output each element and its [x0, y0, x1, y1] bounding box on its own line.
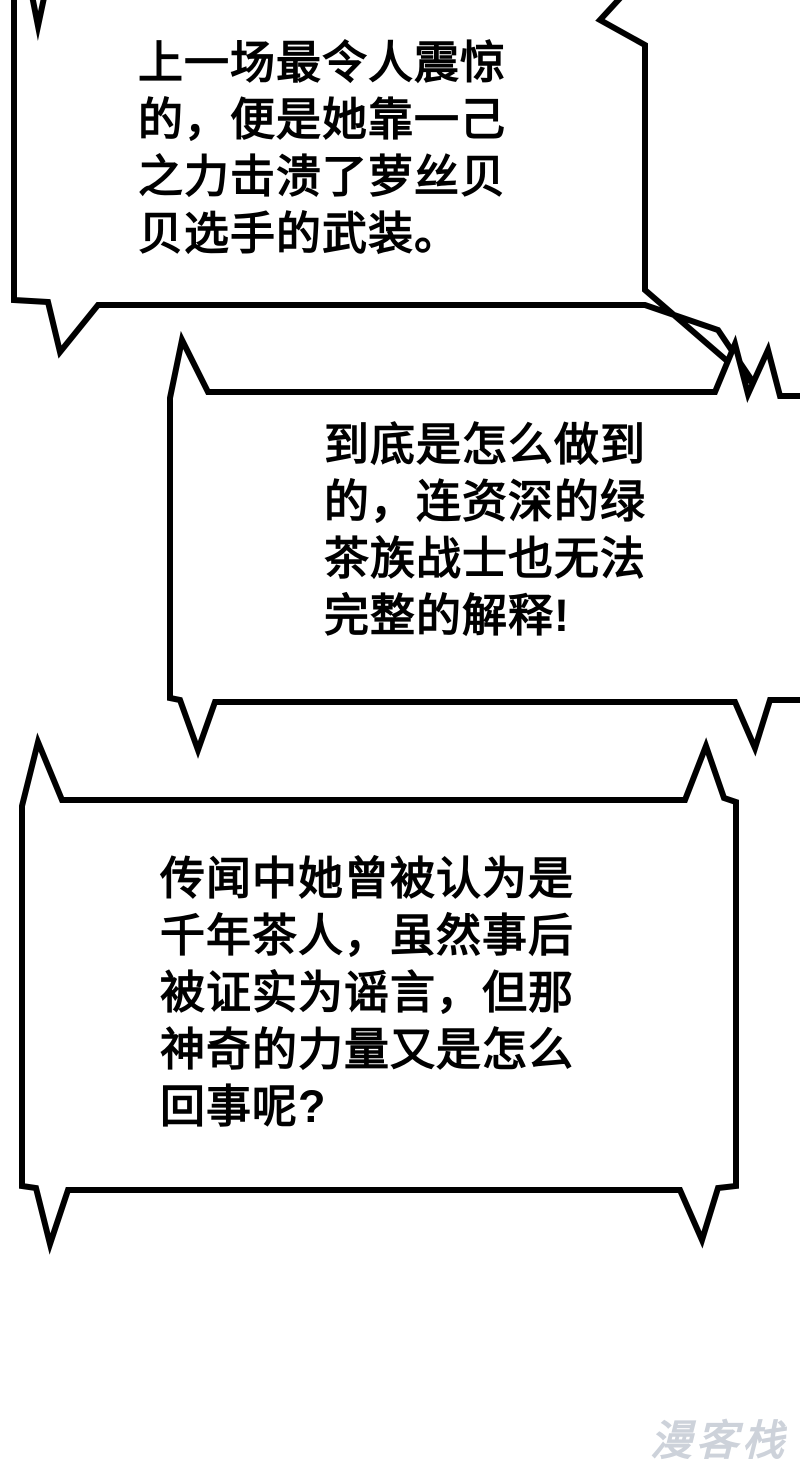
publisher-watermark: 漫客栈 — [649, 1417, 788, 1464]
speech-bubble-2-text: 到底是怎么做到 的，连资深的绿 茶族战士也无法 完整的解释! — [324, 419, 647, 641]
speech-bubble-2-outline — [167, 330, 800, 759]
speech-bubble-1-text: 上一场最令人震惊 的，便是她靠一己 之力击溃了萝丝贝 贝选手的武装。 — [138, 37, 507, 259]
speech-bubble-3-outline — [19, 732, 739, 1255]
speech-bubble-1-outline — [11, 0, 770, 402]
speech-bubble-3-text: 传闻中她曾被认为是 千年茶人，虽然事后 被证实为谣言，但那 神奇的力量又是怎么 … — [160, 853, 575, 1132]
